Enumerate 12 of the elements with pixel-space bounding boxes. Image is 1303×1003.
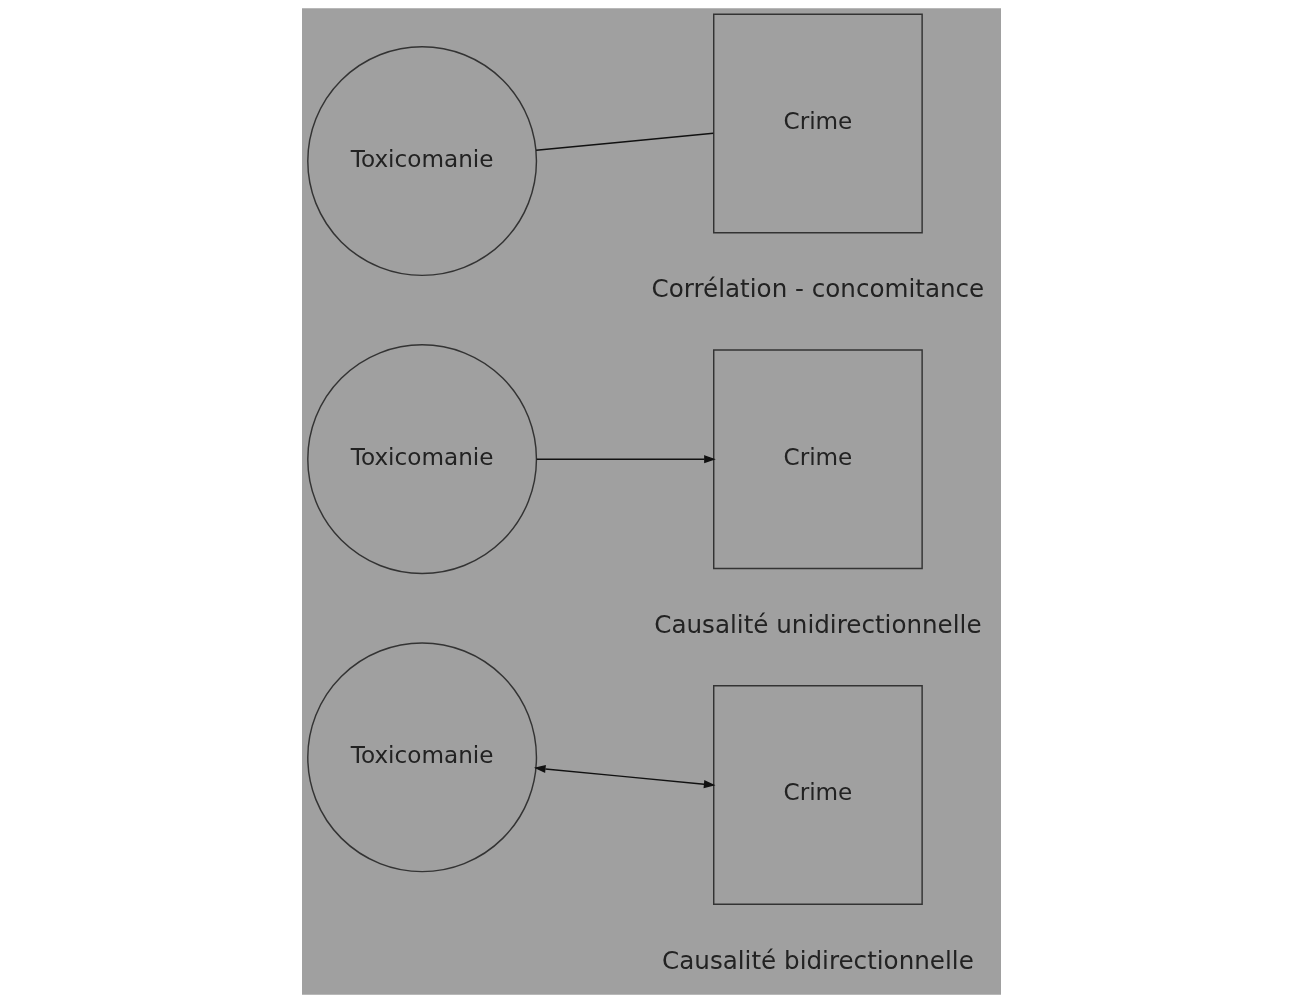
node-circle: Toxicomanie [307,642,538,873]
arrow [535,455,716,464]
label: Causalité bidirectionnelle [662,945,974,975]
label: Corrélation - concomitance [651,274,985,304]
node-box: Crime [713,349,923,570]
arrow [533,764,716,789]
node-box: Crime [713,684,923,905]
node-circle: Toxicomanie [307,46,538,277]
node-circle: Toxicomanie [307,344,538,575]
label: Causalité unidirectionnelle [654,609,982,639]
node-box: Crime [713,13,923,234]
connector [535,132,714,151]
